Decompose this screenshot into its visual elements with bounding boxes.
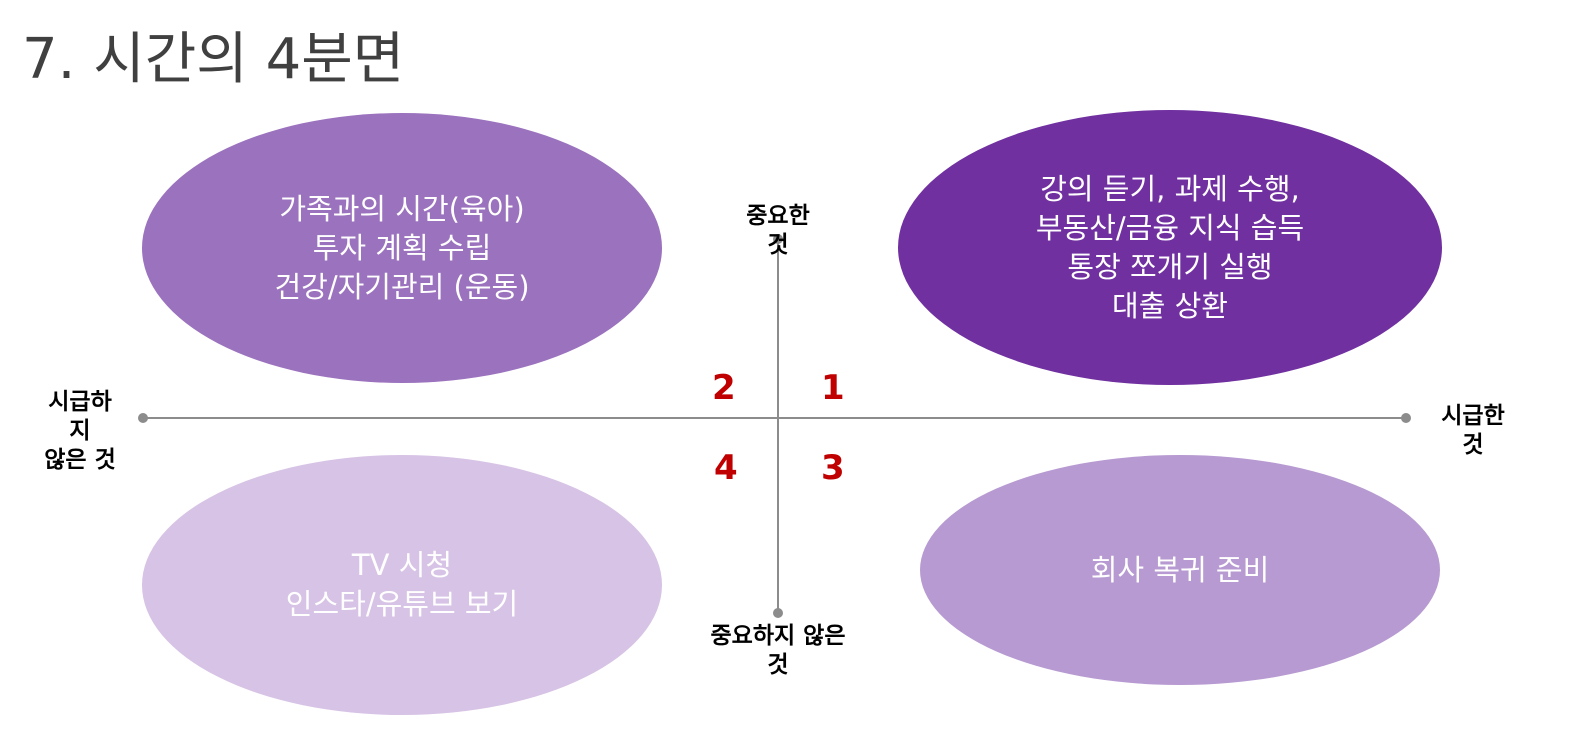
quadrant-number-1: 1 <box>821 368 845 408</box>
slide-title: 7. 시간의 4분면 <box>22 27 405 92</box>
label-line: 시급한 <box>1441 403 1505 429</box>
label-line: 것 <box>1462 432 1484 458</box>
label-line: 것 <box>767 652 789 678</box>
quadrant-1-item: 대출 상환 <box>1112 288 1228 323</box>
quadrant-1-item: 통장 쪼개기 실행 <box>1067 249 1273 284</box>
label-line: 중요한 <box>746 203 810 229</box>
quadrant-4-item: 인스타/유튜브 보기 <box>285 587 519 621</box>
axis-label-important: 중요한 것 <box>728 202 828 260</box>
axis-label-not-urgent: 시급하 지 않은 것 <box>20 388 140 475</box>
quadrant-4-item: TV 시청 <box>351 548 453 582</box>
quadrant-2-item: 건강/자기관리 (운동) <box>274 269 530 304</box>
quadrant-3-ellipse: 회사 복귀 준비 <box>920 455 1440 685</box>
label-line: 않은 것 <box>44 447 116 473</box>
importance-axis <box>777 238 779 614</box>
axis-end-dot <box>138 413 148 423</box>
quadrant-1-item: 부동산/금융 지식 습득 <box>1035 210 1305 245</box>
label-line: 중요하지 않은 <box>710 623 846 649</box>
axis-end-dot <box>1401 413 1411 423</box>
quadrant-number-2: 2 <box>712 368 736 408</box>
axis-label-urgent: 시급한 것 <box>1418 402 1528 460</box>
quadrant-2-item: 투자 계획 수립 <box>312 230 492 265</box>
label-line: 지 <box>69 418 91 444</box>
quadrant-4-ellipse: TV 시청 인스타/유튜브 보기 <box>142 455 662 715</box>
quadrant-number-4: 4 <box>714 448 738 488</box>
quadrant-1-ellipse: 강의 듣기, 과제 수행, 부동산/금융 지식 습득 통장 쪼개기 실행 대출 … <box>898 110 1442 385</box>
urgency-axis <box>143 417 1406 419</box>
quadrant-number-3: 3 <box>821 448 845 488</box>
quadrant-3-item: 회사 복귀 준비 <box>1090 552 1270 587</box>
quadrant-1-item: 강의 듣기, 과제 수행, <box>1040 171 1300 206</box>
label-line: 것 <box>767 232 789 258</box>
label-line: 시급하 <box>48 389 112 415</box>
axis-label-not-important: 중요하지 않은 것 <box>678 622 878 680</box>
quadrant-2-item: 가족과의 시간(육아) <box>279 191 525 226</box>
quadrant-2-ellipse: 가족과의 시간(육아) 투자 계획 수립 건강/자기관리 (운동) <box>142 113 662 383</box>
axis-end-dot <box>773 608 783 618</box>
axis-end-dot <box>773 234 783 244</box>
